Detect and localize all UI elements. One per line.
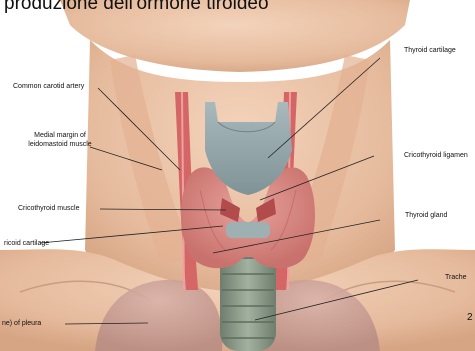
label-common-carotid-artery: Common carotid artery — [13, 82, 84, 91]
label-cricoid-cartilage: ricoid cartilage — [4, 239, 49, 248]
label-medial-margin-line1: Medial margin of — [10, 131, 110, 140]
label-cricothyroid-ligament: Cricothyroid ligamen — [404, 151, 468, 160]
label-thyroid-cartilage: Thyroid cartilage — [404, 46, 456, 55]
cricoid-cartilage — [226, 222, 270, 238]
label-thyroid-gland: Thyroid gland — [405, 211, 447, 220]
label-pleura: ne) of pleura — [2, 319, 41, 328]
page-number: 2 — [467, 312, 473, 323]
label-trachea: Trache — [445, 273, 467, 282]
label-medial-margin-line2: leidomastoid muscle — [10, 140, 110, 149]
label-cricothyroid-muscle: Cricothyroid muscle — [18, 204, 79, 213]
page-header-text: produzione dell'ormone tiroideo — [4, 0, 384, 15]
